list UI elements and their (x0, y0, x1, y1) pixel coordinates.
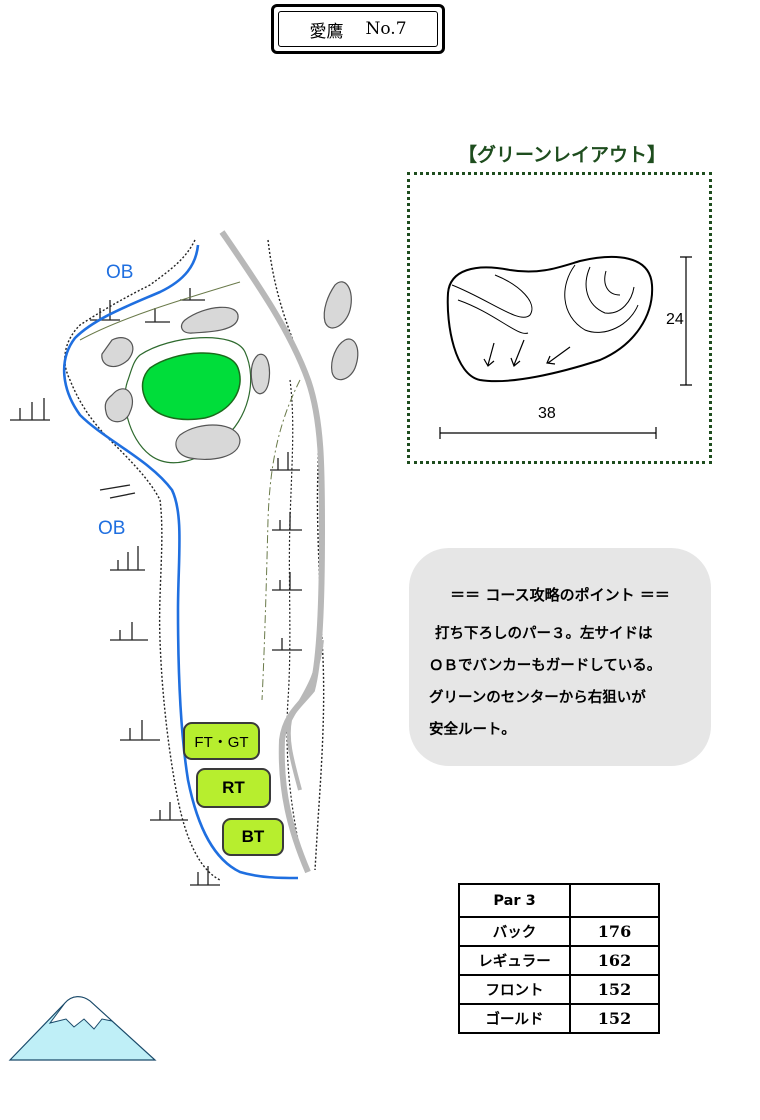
ob-line (62, 244, 299, 880)
tree-line-left (64, 239, 221, 881)
hole-title-box: 愛鷹 No.7 (271, 4, 445, 54)
tee-yards: 152 (569, 974, 660, 1005)
green-layout-title: 【グリーンレイアウト】 (458, 144, 667, 166)
strategy-line-4: 安全ルート。 (429, 721, 516, 738)
course-name: 愛鷹 (309, 21, 344, 42)
tee-name: ゴールド (458, 1003, 571, 1034)
ob-label-middle: OB (98, 518, 126, 539)
tee-rt: RT (196, 768, 271, 808)
ob-label-top: OB (106, 262, 134, 283)
strategy-line-3: グリーンのセンターから右狙いが (429, 689, 646, 706)
tee-yards: 162 (569, 945, 660, 976)
bunkers (101, 281, 359, 461)
tree-symbols (10, 288, 302, 886)
table-row: Par 3 (458, 883, 660, 918)
tee-bt: BT (222, 818, 284, 856)
green-width-label: 38 (538, 405, 556, 422)
tree-line-right-inner (286, 379, 306, 871)
cart-path (219, 230, 326, 874)
strategy-panel: ＝＝ コース攻略のポイント ＝＝ 打ち下ろしのパー３。左サイドは ＯＢでバンカー… (409, 548, 711, 766)
strategy-title: ＝＝ コース攻略のポイント ＝＝ (450, 586, 670, 604)
green (141, 352, 241, 421)
tee-name: バック (458, 916, 571, 947)
strategy-line-1: 打ち下ろしのパー３。左サイドは (435, 625, 653, 642)
fuji-mountain-icon (8, 996, 157, 1061)
table-row: フロント 152 (458, 974, 660, 1005)
hole-number: No.7 (365, 19, 407, 39)
tee-name: レギュラー (458, 945, 571, 976)
green-layout-diagram (439, 256, 692, 439)
tee-yards: 152 (569, 1003, 660, 1034)
green-depth-label: 24 (666, 311, 684, 328)
tee-name: フロント (458, 974, 571, 1005)
green-layout-box: 24 38 (407, 172, 712, 464)
strategy-line-2: ＯＢでバンカーもガードしている。 (429, 657, 662, 674)
par-value (569, 883, 660, 918)
course-map (8, 230, 359, 1061)
table-row: バック 176 (458, 916, 660, 947)
par-label: Par 3 (458, 883, 571, 918)
yardage-table: Par 3 バック 176 レギュラー 162 フロント 152 ゴールド 15… (458, 883, 660, 1034)
table-row: レギュラー 162 (458, 945, 660, 976)
tee-yards: 176 (569, 916, 660, 947)
tee-ft-gt: FT・GT (183, 722, 260, 760)
cart-path-branch (286, 639, 324, 791)
table-row: ゴールド 152 (458, 1003, 660, 1034)
